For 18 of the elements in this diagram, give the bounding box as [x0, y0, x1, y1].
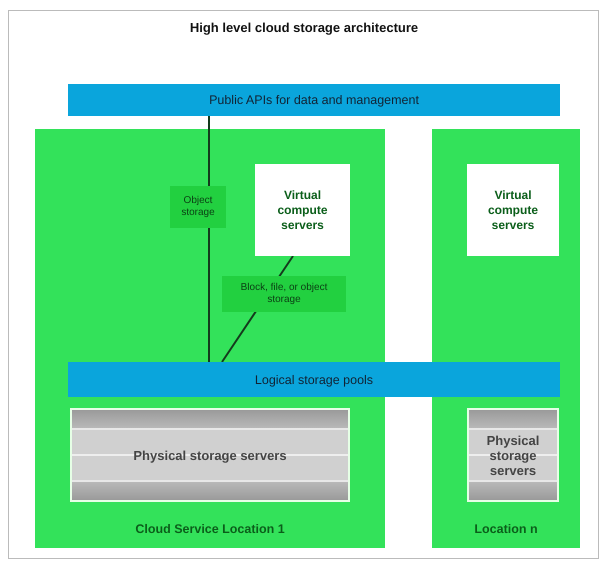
location-panel [432, 129, 580, 548]
location-label: Cloud Service Location 1 [135, 522, 285, 536]
box-label: Public APIs for data and management [209, 93, 419, 107]
api-bar [68, 84, 560, 116]
edge-label: Block, file, or object storage [222, 276, 346, 312]
diagram-title: High level cloud storage architecture [188, 20, 420, 35]
edge-label: Object storage [170, 186, 226, 228]
storage-pool-bar [68, 362, 560, 397]
server-box [467, 164, 559, 256]
storage-rack [467, 408, 559, 502]
server-box [255, 164, 350, 256]
box-label: Virtual compute servers [486, 188, 539, 232]
storage-rack [70, 408, 350, 502]
box-label: Physical storage servers [133, 448, 287, 462]
box-label: Physical storage servers [486, 432, 540, 478]
box-label: Logical storage pools [254, 372, 374, 386]
location-label: Location n [474, 522, 538, 536]
box-label: Virtual compute servers [276, 188, 328, 232]
